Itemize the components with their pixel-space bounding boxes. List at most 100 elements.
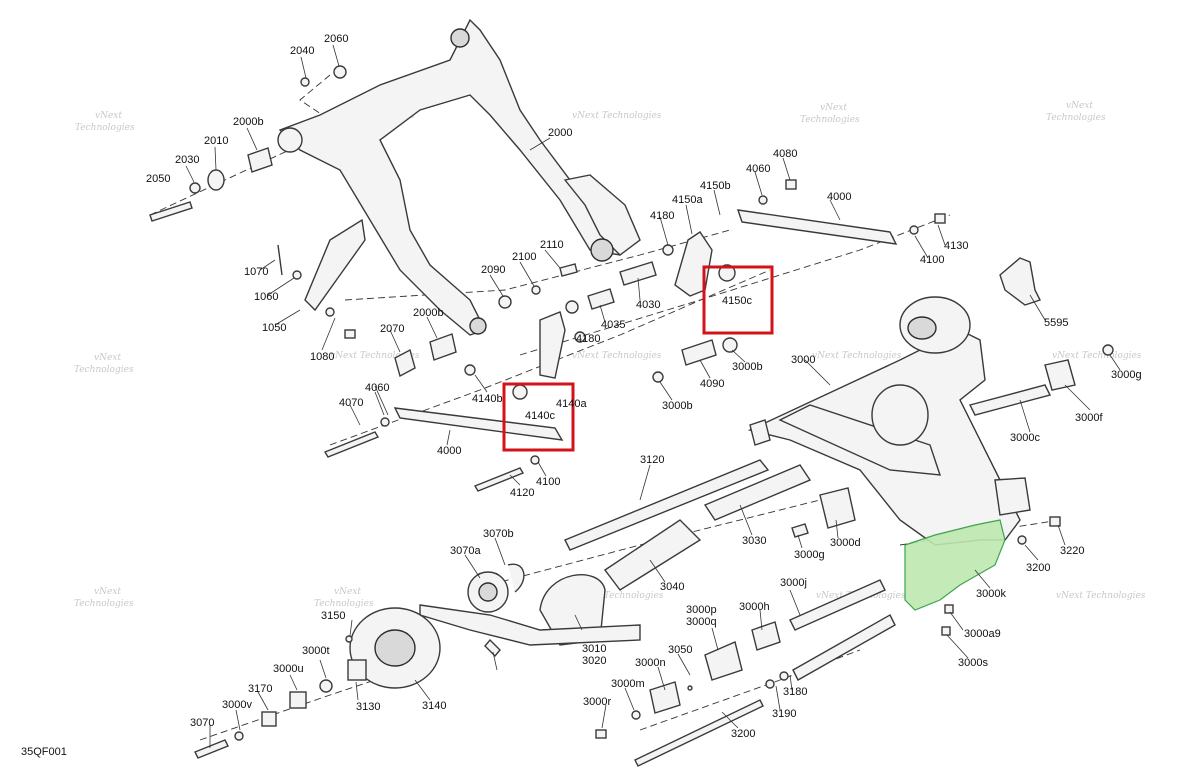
- watermark: Technologies: [1046, 113, 1106, 123]
- callout-label[interactable]: 4060: [746, 163, 770, 175]
- callout-label[interactable]: 4035: [601, 319, 625, 331]
- callout-label[interactable]: 1070: [244, 266, 268, 278]
- callout-label[interactable]: 2100: [512, 251, 536, 263]
- highlight-box-4140c: [502, 382, 575, 452]
- callout-label[interactable]: 3000a9: [964, 628, 1001, 640]
- callout-label[interactable]: 4180: [650, 210, 674, 222]
- lower-parts: [194, 516, 1061, 759]
- callout-label[interactable]: 2060: [324, 33, 348, 45]
- watermark: vNext: [1066, 101, 1093, 111]
- callout-label[interactable]: 4180: [576, 333, 600, 345]
- callout-label[interactable]: 2000: [548, 127, 572, 139]
- callout-label[interactable]: 3130: [356, 701, 380, 713]
- callout-label[interactable]: 2000b: [233, 116, 264, 128]
- callout-label[interactable]: 3000n: [635, 657, 666, 669]
- main-frame: [747, 296, 1114, 546]
- callout-label[interactable]: 3140: [422, 700, 446, 712]
- callout-label[interactable]: 2050: [146, 173, 170, 185]
- callout-label[interactable]: 3000f: [1075, 412, 1103, 424]
- callout-label[interactable]: 4030: [636, 299, 660, 311]
- callout-label[interactable]: 4080: [773, 148, 797, 160]
- callout-label[interactable]: 3000k: [976, 588, 1006, 600]
- callout-label[interactable]: 4150b: [700, 180, 731, 192]
- callout-label[interactable]: 4000: [827, 191, 851, 203]
- callout-label[interactable]: 3000d: [830, 537, 861, 549]
- callout-label[interactable]: 2030: [175, 154, 199, 166]
- callout-label[interactable]: 4070: [339, 397, 363, 409]
- callout-label[interactable]: 3050: [668, 644, 692, 656]
- callout-label[interactable]: 3000q: [686, 616, 717, 628]
- callout-label[interactable]: 1060: [254, 291, 278, 303]
- callout-label[interactable]: 4060: [365, 382, 389, 394]
- callout-label[interactable]: 3200: [731, 728, 755, 740]
- callout-label[interactable]: 3020: [582, 655, 606, 667]
- callout-label[interactable]: 2110: [540, 239, 564, 251]
- watermark: vNext: [94, 587, 121, 597]
- highlight-boxes: [502, 265, 774, 452]
- callout-label[interactable]: 3220: [1060, 545, 1084, 557]
- upper-small-parts: [149, 65, 797, 400]
- watermark: vNext Technologies: [574, 591, 664, 601]
- watermark: vNext: [334, 587, 361, 597]
- watermark: Technologies: [74, 599, 134, 609]
- callout-label[interactable]: 4100: [920, 254, 944, 266]
- callout-label[interactable]: 4090: [700, 378, 724, 390]
- callout-label[interactable]: 3010: [582, 643, 606, 655]
- callout-label[interactable]: 3170: [248, 683, 272, 695]
- watermark: vNext Technologies: [1052, 351, 1142, 361]
- callout-label[interactable]: 2070: [380, 323, 404, 335]
- upper-swing-arm: [277, 18, 641, 336]
- callout-label[interactable]: 3000: [791, 354, 815, 366]
- callout-label[interactable]: 3120: [640, 454, 664, 466]
- callout-label[interactable]: 1080: [310, 351, 334, 363]
- callout-label[interactable]: 3000h: [739, 601, 770, 613]
- callout-label[interactable]: 2090: [481, 264, 505, 276]
- callout-label[interactable]: 3000g: [794, 549, 825, 561]
- callout-label[interactable]: 4150c: [722, 295, 752, 307]
- callout-label[interactable]: 3000j: [780, 577, 807, 589]
- callout-label[interactable]: 3000b: [662, 400, 693, 412]
- callout-label[interactable]: 3000r: [583, 696, 611, 708]
- callout-label[interactable]: 4120: [510, 487, 534, 499]
- watermark: Technologies: [800, 115, 860, 125]
- callout-label[interactable]: 3000v: [222, 699, 252, 711]
- callout-label[interactable]: 2000b: [413, 307, 444, 319]
- callout-label[interactable]: 3200: [1026, 562, 1050, 574]
- watermark: Technologies: [75, 123, 135, 133]
- callout-label[interactable]: 4000: [437, 445, 461, 457]
- callout-label[interactable]: 4140b: [472, 393, 503, 405]
- callout-label[interactable]: 3070a: [450, 545, 481, 557]
- callout-label[interactable]: 3000t: [302, 645, 330, 657]
- highlight-box-4150c: [702, 265, 774, 335]
- callout-label[interactable]: 3180: [783, 686, 807, 698]
- callout-label[interactable]: 3000p: [686, 604, 717, 616]
- callout-label[interactable]: 3190: [772, 708, 796, 720]
- watermark: Technologies: [314, 599, 374, 609]
- callout-label[interactable]: 3000m: [611, 678, 645, 690]
- callout-label[interactable]: 3070: [190, 717, 214, 729]
- callout-label[interactable]: 2010: [204, 135, 228, 147]
- callout-label[interactable]: 3030: [742, 535, 766, 547]
- callout-label[interactable]: 1050: [262, 322, 286, 334]
- callout-label[interactable]: 3000c: [1010, 432, 1040, 444]
- callout-label[interactable]: 5595: [1044, 317, 1068, 329]
- watermark: vNext Technologies: [572, 111, 662, 121]
- callout-label[interactable]: 3000g: [1111, 369, 1142, 381]
- callout-label[interactable]: 3000b: [732, 361, 763, 373]
- callout-label[interactable]: 4140a: [556, 398, 587, 410]
- callout-label[interactable]: 3040: [660, 581, 684, 593]
- callout-label[interactable]: 2040: [290, 45, 314, 57]
- callout-label[interactable]: 3000s: [958, 657, 988, 669]
- green-bracket-3000k: [904, 477, 1031, 611]
- callout-label[interactable]: 3150: [321, 610, 345, 622]
- callout-label[interactable]: 3000u: [273, 663, 304, 675]
- callout-label[interactable]: 3070b: [483, 528, 514, 540]
- shafts: [564, 459, 896, 767]
- callout-label[interactable]: 4130: [944, 240, 968, 252]
- watermark: vNext: [820, 103, 847, 113]
- callout-label[interactable]: 4100: [536, 476, 560, 488]
- callout-label[interactable]: 4150a: [672, 194, 703, 206]
- callout-label[interactable]: 4140c: [525, 410, 555, 422]
- watermark: vNext: [95, 111, 122, 121]
